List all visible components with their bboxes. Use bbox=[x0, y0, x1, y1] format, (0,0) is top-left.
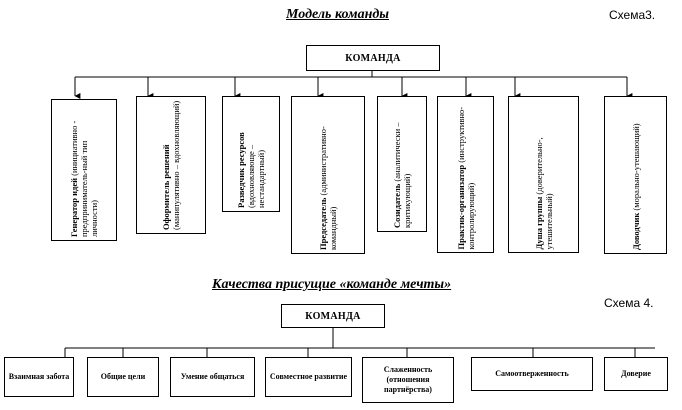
role-box-creator: Созидатель (аналитически – критикующий) bbox=[377, 96, 427, 232]
role-name: Разведчик ресурсов bbox=[236, 132, 246, 208]
role-box-chairman: Председатель (административно-командный) bbox=[291, 96, 365, 254]
quality-box: Слаженность (отношения партнёрства) bbox=[362, 357, 454, 403]
role-desc: (морально-утешающий) bbox=[630, 123, 641, 211]
role-box-solution-designer: Оформитель решений (манипулятивно – вдох… bbox=[136, 96, 206, 234]
role-box-idea-generator: Генератор идей (инициативно - предприним… bbox=[51, 99, 117, 241]
schema4-title: Качества присущие «команде мечты» bbox=[212, 277, 452, 292]
role-box-practitioner-organizer: Практик-организатор (инструктивно-контро… bbox=[437, 96, 494, 253]
schema3-title: Модель команды bbox=[286, 7, 390, 22]
quality-box: Умение общаться bbox=[170, 357, 255, 397]
schema4-root-box: КОМАНДА bbox=[281, 304, 385, 328]
role-name: Созидатель bbox=[392, 183, 402, 228]
quality-box: Самоотверженность bbox=[471, 357, 593, 391]
quality-box: Доверие bbox=[604, 357, 668, 391]
role-name: Практик-организатор bbox=[455, 164, 466, 249]
role-name: Генератор идей bbox=[69, 178, 79, 237]
quality-box: Совместное развитие bbox=[265, 357, 352, 397]
role-name: Душа группы bbox=[533, 196, 544, 249]
role-name: Оформитель решений bbox=[161, 144, 171, 230]
quality-box: Общие цели bbox=[87, 357, 159, 397]
quality-box: Взаимная забота bbox=[4, 357, 74, 397]
role-name: Председатель bbox=[318, 197, 328, 250]
role-box-finisher: Доводчик (морально-утешающий) bbox=[604, 96, 667, 254]
role-desc: (манипулятивно – вдохновляющий) bbox=[171, 100, 181, 230]
schema4-label: Схема 4. bbox=[604, 296, 654, 310]
schema3-root-box: КОМАНДА bbox=[306, 45, 440, 71]
role-box-resource-scout: Разведчик ресурсов (вдохновляюще – неста… bbox=[222, 96, 280, 212]
schema3-label: Схема3. bbox=[609, 8, 656, 22]
role-name: Доводчик bbox=[630, 212, 641, 250]
role-box-soul-of-group: Душа группы (доверительно-, утешительный… bbox=[508, 96, 579, 253]
role-desc: (вдохновляюще – нестандартный) bbox=[246, 144, 266, 208]
